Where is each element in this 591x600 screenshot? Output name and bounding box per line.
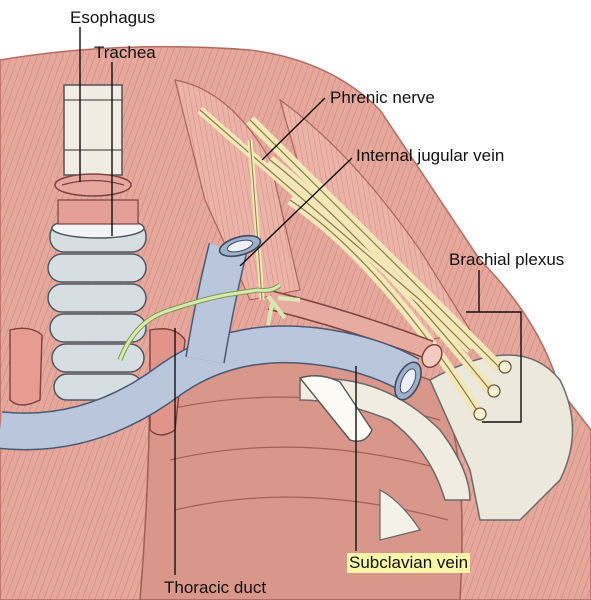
left-artery-stub [9, 327, 43, 406]
brachial-plexus-nerves [197, 106, 504, 415]
esophagus-shape [63, 84, 123, 176]
scalene-muscles [174, 79, 301, 301]
pointer-lines [79, 27, 522, 575]
label-thoracic-duct: Thoracic duct [164, 578, 267, 597]
label-esophagus: Esophagus [70, 8, 156, 27]
label-brachial-plexus: Brachial plexus [449, 250, 565, 269]
label-trachea: Trachea [94, 43, 156, 62]
label-phrenic-nerve: Phrenic nerve [330, 88, 435, 107]
label-internal-jugular-vein: Internal jugular vein [356, 146, 505, 165]
label-subclavian-vein: Subclavian vein [347, 553, 471, 573]
